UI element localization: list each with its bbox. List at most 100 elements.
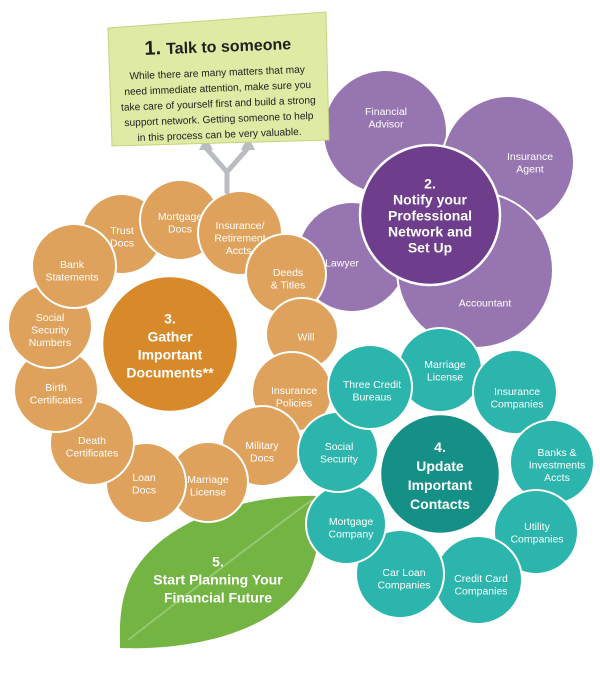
step3-petal-label-will-line: Will — [298, 331, 315, 343]
step3-petal-label-will: Will — [298, 331, 315, 343]
step4-petal-three-credit-bureaus — [327, 344, 413, 430]
step3-petal-bank-statements — [31, 223, 117, 309]
step1-note: 1.Talk to someone While there are many m… — [107, 11, 330, 147]
step1-title-text: Talk to someone — [166, 36, 292, 58]
step3-petal-label-loan-docs-line: Docs — [132, 485, 156, 497]
step3-center — [100, 274, 240, 414]
step3-petal-label-social-security-numbers-line: Social — [36, 312, 65, 324]
step3-petal-label-military-docs-line: Docs — [250, 453, 274, 465]
step3-petal-label-social-security-numbers-line: Security — [31, 324, 70, 336]
step2-petal-label-financial-advisor-line: Advisor — [368, 119, 404, 131]
step3-petal-label-birth-certificates-line: Certificates — [30, 395, 83, 407]
step4-petal-label-social-security-line: Security — [320, 454, 359, 466]
step3-petal-label-marriage-license-line: Marriage — [187, 474, 229, 486]
step3-petal-label-trust-docs-line: Trust — [110, 225, 134, 237]
step3-petal-label-insurance-policies-line: Insurance — [271, 385, 317, 397]
leaf-vein — [127, 499, 313, 641]
step4-petal-car-loan-companies — [355, 529, 445, 619]
step4-petal-label-utility-companies-line: Utility — [524, 521, 550, 533]
step2-petal-label-insurance-agent-line: Insurance — [507, 151, 553, 163]
step3-petal-label-marriage-license-line: License — [190, 487, 226, 499]
step4-petal-label-mortgage-company-line: Company — [329, 529, 375, 541]
step3-petal-label-death-certificates-line: Certificates — [66, 448, 119, 460]
step4-center-label-line: Important — [408, 477, 473, 493]
step3-center-label-line: Gather — [147, 328, 193, 344]
step1-number: 1. — [144, 37, 162, 60]
step5-line: Start Planning Your — [153, 571, 283, 587]
step4-petal-label-marriage-license-line: License — [427, 372, 463, 384]
stem-arrow-icon — [199, 136, 255, 150]
step2-center-label-line: 2. — [424, 176, 436, 192]
step4-petal-label-car-loan-companies-line: Companies — [377, 580, 430, 592]
step3-petal-label-bank-statements-line: Bank — [60, 259, 85, 271]
step4-center-label-line: Contacts — [410, 496, 470, 512]
step3-petal-label-deeds-titles: Deeds& Titles — [271, 267, 305, 292]
step5-line: 5. — [212, 553, 224, 569]
step3-petal-label-insurance-retirement-accts-line: Accts. — [226, 245, 255, 257]
step2-petal-label-accountant: Accountant — [459, 297, 512, 309]
step4-petal-label-car-loan-companies-line: Car Loan — [382, 567, 425, 579]
leaf-shape — [119, 495, 320, 649]
step2-petal-label-insurance-agent-line: Agent — [516, 164, 544, 176]
step4-center — [378, 412, 502, 536]
step4-petal-utility-companies — [493, 489, 579, 575]
step3-petal-label-deeds-titles-line: Deeds — [273, 267, 303, 279]
note-stem — [199, 136, 255, 195]
step4-center-label-line: 4. — [434, 439, 446, 455]
step3-petal-label-trust-docs-line: Docs — [110, 238, 134, 250]
step2-petal-label-financial-advisor-line: Financial — [365, 106, 407, 118]
step4-petal-label-social-security-line: Social — [325, 441, 354, 453]
step4-petal-label-three-credit-bureaus-line: Bureaus — [352, 392, 391, 404]
step2-petal-label-lawyer-line: Lawyer — [325, 257, 359, 269]
step3-petal-label-mortgage-docs-line: Mortgage — [158, 211, 203, 223]
step4-petal-label-banks-investments-accts-line: Banks & — [537, 447, 576, 459]
step4-petal-label-marriage-license-line: Marriage — [424, 359, 466, 371]
step2-petal-label-lawyer: Lawyer — [325, 257, 359, 269]
step4-petal-label-credit-card-companies-line: Companies — [454, 586, 507, 598]
step4-petal-label-banks-investments-accts-line: Accts — [544, 472, 570, 484]
step3-petal-label-bank-statements-line: Statements — [45, 272, 98, 284]
step2-center — [358, 143, 502, 287]
step3-petal-label-insurance-retirement-accts-line: Insurance/ — [215, 220, 264, 232]
step3-petal-label-loan-docs-line: Loan — [132, 472, 156, 484]
step4-petal-label-insurance-companies-line: Companies — [490, 399, 543, 411]
step2-center-label-line: Notify your — [393, 192, 467, 208]
step3-center-label-line: Documents** — [126, 364, 214, 380]
step4-petal-label-banks-investments-accts-line: Investments — [529, 459, 586, 471]
step3-petal-label-insurance-policies-line: Policies — [276, 398, 312, 410]
step4-petal-label-mortgage-company-line: Mortgage — [329, 516, 374, 528]
step4-petal-label-credit-card-companies-line: Credit Card — [454, 573, 508, 585]
stem-shape — [203, 145, 251, 195]
step2-petal-label-accountant-line: Accountant — [459, 297, 512, 309]
step4-petal-label-three-credit-bureaus-line: Three Credit — [343, 379, 401, 391]
step3-petal-label-deeds-titles-line: & Titles — [271, 280, 305, 292]
